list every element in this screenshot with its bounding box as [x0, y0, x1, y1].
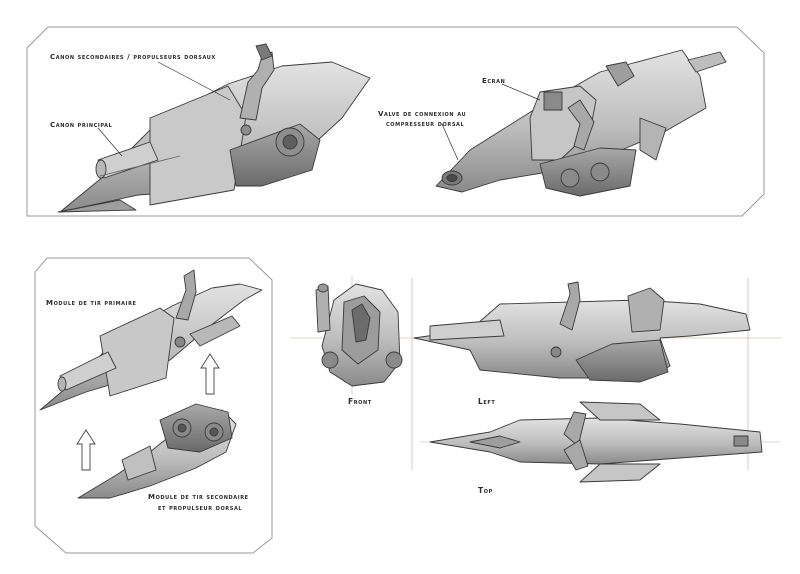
label-top: Top: [478, 486, 493, 495]
label-valve-line2: compresseur dorsal: [386, 120, 465, 128]
top-panel: [26, 26, 765, 217]
label-left: Left: [478, 397, 496, 406]
label-valve-line1: Valve de connexion au: [378, 110, 467, 118]
top-leader-lines: [97, 61, 541, 161]
arrow-up-icon: [76, 429, 96, 471]
label-module-secondaire-line2: et propulseur dorsal: [158, 504, 243, 512]
label-module-secondaire-line1: Module de tir secondaire: [148, 493, 249, 501]
secondary-firing-module: [77, 403, 237, 499]
label-module-primaire: Module de tir primaire: [46, 299, 137, 307]
primary-firing-module: [39, 269, 263, 411]
label-canon-principal: Canon principal: [50, 121, 113, 129]
arrow-up-icon: [200, 353, 220, 395]
blaster-view-front-three-quarter: [435, 49, 727, 197]
exploded-panel: [34, 257, 273, 554]
blaster-front-view: [315, 283, 403, 387]
blaster-top-view: [429, 401, 763, 483]
blaster-view-left-three-quarter: [57, 43, 371, 213]
label-front: Front: [348, 397, 372, 406]
assembly-arrows: [76, 353, 220, 471]
exploded-panel-frame: [34, 257, 273, 554]
blaster-left-view: [413, 281, 751, 383]
top-panel-frame: [26, 26, 765, 217]
label-canon-secondaire: Canon secondaires / propulseurs dorsaux: [50, 53, 216, 61]
label-ecran: Ecran: [482, 77, 506, 85]
